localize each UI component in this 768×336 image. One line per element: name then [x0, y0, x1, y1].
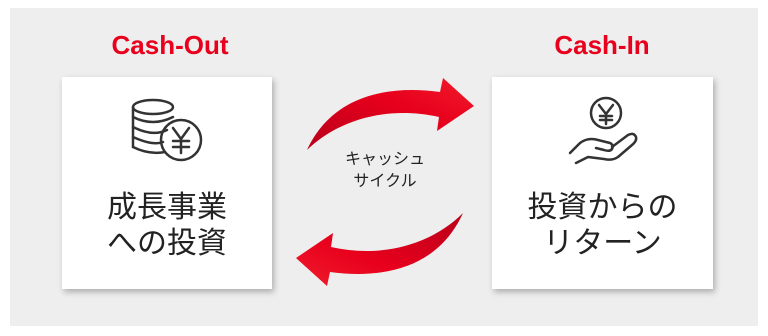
- cash-out-label-line2: への投資: [107, 226, 227, 261]
- cash-in-heading: Cash-In: [554, 30, 650, 60]
- cash-in-card: 投資からの リターン: [492, 77, 713, 289]
- cash-in-label: 投資からの リターン: [492, 190, 713, 262]
- hand-holding-yen-coin-icon: [568, 96, 638, 165]
- cycle-arrow-bottom: [296, 213, 463, 286]
- cash-out-label-line1: 成長事業: [107, 190, 227, 225]
- cash-cycle-line2: サイクル: [353, 171, 417, 190]
- coin-stack-yen-icon: [131, 98, 203, 162]
- cash-in-label-line1: 投資からの: [527, 190, 678, 225]
- cash-cycle-label: キャッシュ サイクル: [290, 148, 480, 192]
- cash-in-label-line2: リターン: [543, 226, 662, 261]
- cash-out-heading: Cash-Out: [111, 30, 229, 60]
- cash-out-card: 成長事業 への投資: [62, 77, 272, 289]
- cash-cycle-line1: キャッシュ: [344, 149, 425, 168]
- cash-out-label: 成長事業 への投資: [62, 190, 272, 262]
- cycle-arrow-top: [307, 78, 474, 150]
